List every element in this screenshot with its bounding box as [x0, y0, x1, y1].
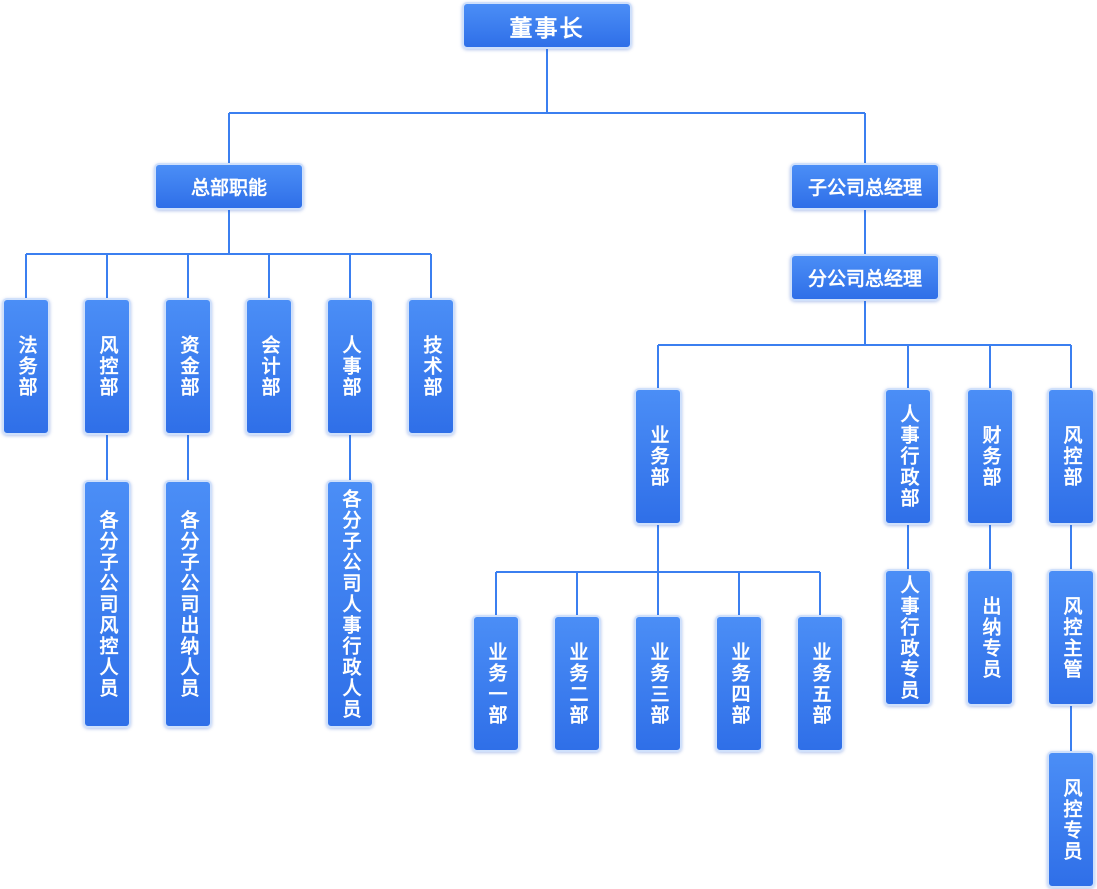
node-risk-supervisor: 风控主管: [1047, 569, 1095, 706]
node-accounting: 会计部: [245, 298, 293, 435]
node-hr-admin-all: 各分子公司人事行政人员: [326, 480, 374, 728]
node-biz-5: 业务五部: [796, 615, 844, 752]
node-hr-admin-specialist: 人事行政专员: [884, 569, 932, 706]
node-biz-2: 业务二部: [553, 615, 601, 752]
node-finance: 财务部: [966, 388, 1014, 525]
node-cashier-specialist: 出纳专员: [966, 569, 1014, 706]
connector-branch-staff: [907, 524, 1072, 752]
node-biz-4: 业务四部: [715, 615, 763, 752]
node-risk-staff-all: 各分子公司风控人员: [83, 480, 131, 728]
node-biz-1: 业务一部: [472, 615, 520, 752]
connector-hq: [25, 209, 432, 299]
node-subsidiary-gm: 子公司总经理: [790, 163, 940, 210]
node-chairman: 董事长: [462, 2, 632, 49]
connector-chairman: [228, 47, 866, 164]
node-cashier-all: 各分子公司出纳人员: [164, 480, 212, 728]
node-tech: 技术部: [407, 298, 455, 435]
node-risk-branch: 风控部: [1047, 388, 1095, 525]
node-business: 业务部: [634, 388, 682, 525]
node-risk-hq: 风控部: [83, 298, 131, 435]
node-hq-functions: 总部职能: [154, 163, 304, 210]
connector-hq-staff: [106, 434, 351, 481]
connector-branch: [657, 300, 1072, 389]
node-hr-admin: 人事行政部: [884, 388, 932, 525]
node-legal: 法务部: [2, 298, 50, 435]
connector-business: [495, 524, 821, 616]
node-risk-specialist: 风控专员: [1047, 751, 1095, 888]
node-hr-hq: 人事部: [326, 298, 374, 435]
node-treasury: 资金部: [164, 298, 212, 435]
node-biz-3: 业务三部: [634, 615, 682, 752]
node-branch-gm: 分公司总经理: [790, 254, 940, 301]
